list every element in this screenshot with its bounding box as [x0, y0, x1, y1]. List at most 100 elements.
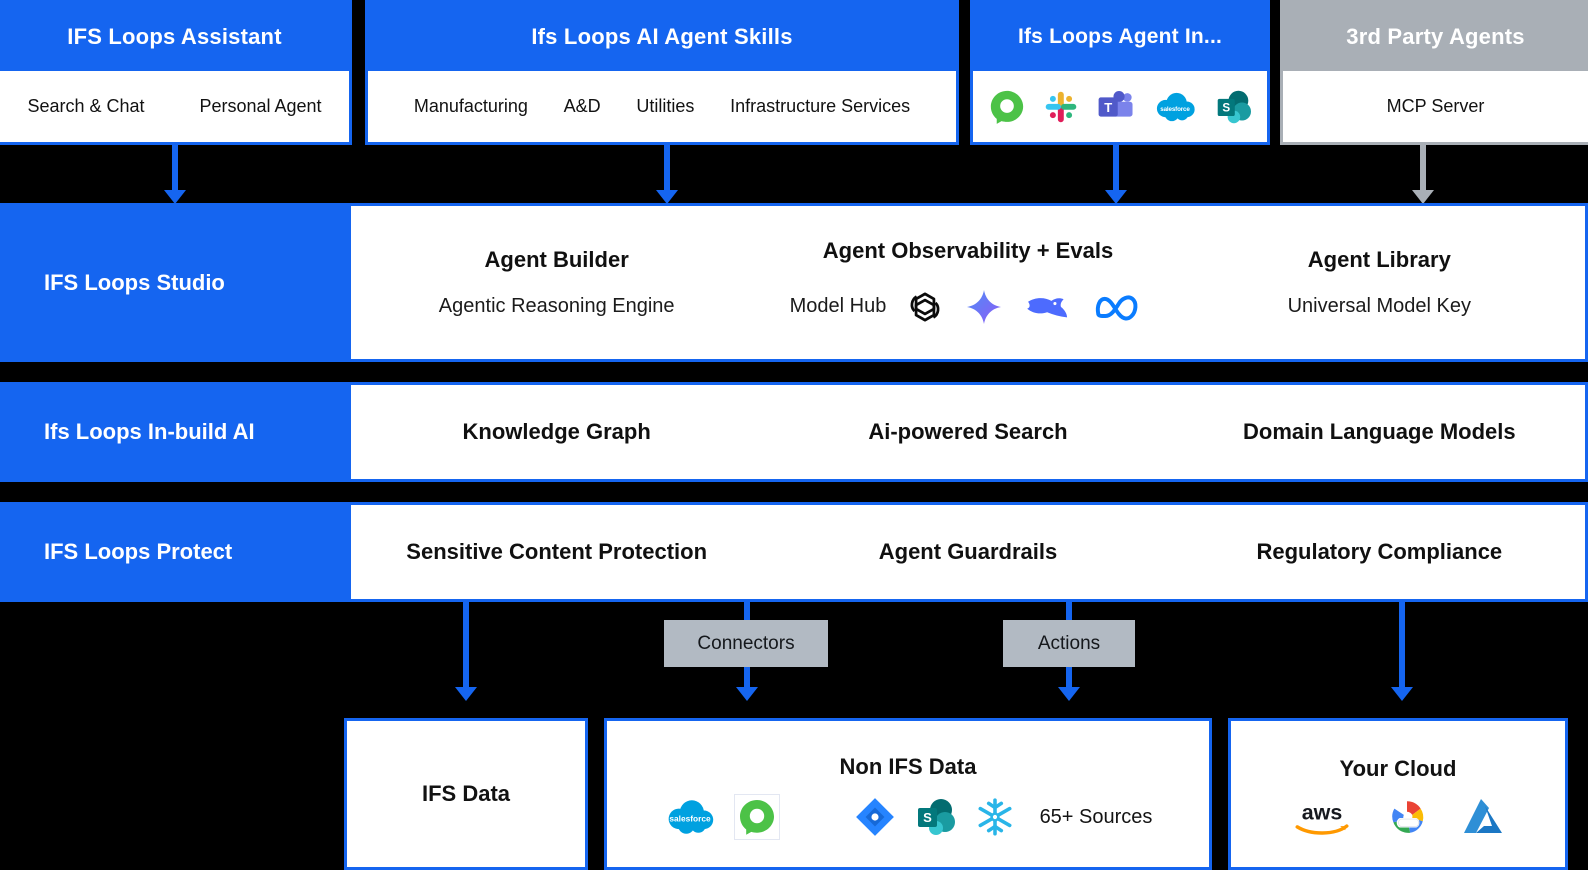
salesforce-icon: salesforce	[1153, 91, 1197, 123]
card-ifs-loops-ai-agent-skills[interactable]: Ifs Loops AI Agent Skills Manufacturing …	[365, 0, 959, 145]
col-title: Agent Builder	[484, 247, 629, 272]
card-header: 3rd Party Agents	[1283, 3, 1588, 71]
col-ai-powered-search[interactable]: Ai-powered Search	[762, 385, 1173, 479]
card-title: IFS Loops Assistant	[67, 24, 282, 49]
meta-icon	[1092, 288, 1146, 326]
card-your-cloud[interactable]: Your Cloud aws	[1228, 718, 1568, 870]
band-ifs-loops-in-build-ai: Ifs Loops In-build AI Knowledge Graph Ai…	[0, 382, 1588, 482]
google-cloud-icon	[1381, 796, 1433, 838]
arrow-protect-to-your-cloud	[1399, 602, 1405, 688]
band-ifs-loops-protect: IFS Loops Protect Sensitive Content Prot…	[0, 502, 1588, 602]
band-panel: Knowledge Graph Ai-powered Search Domain…	[348, 382, 1588, 482]
svg-text:S: S	[1222, 101, 1230, 114]
col-agent-library[interactable]: Agent Library Universal Model Key	[1174, 206, 1585, 359]
col-title: Agent Library	[1307, 247, 1451, 272]
card-body: T salesforce	[973, 71, 1267, 142]
band-label: IFS Loops Studio	[0, 203, 348, 362]
col-regulatory-compliance[interactable]: Regulatory Compliance	[1174, 505, 1585, 599]
band-label-text: IFS Loops Studio	[44, 269, 225, 295]
col-title: Regulatory Compliance	[1256, 539, 1503, 564]
band-label-text: IFS Loops Protect	[44, 539, 233, 564]
col-knowledge-graph[interactable]: Knowledge Graph	[351, 385, 762, 479]
whatsapp-icon	[988, 88, 1026, 126]
svg-text:S: S	[923, 810, 932, 825]
slack-icon	[1043, 89, 1079, 125]
col-title: Agent Observability + Evals	[822, 237, 1114, 263]
card-non-ifs-data[interactable]: Non IFS Data salesforce	[604, 718, 1212, 870]
card-body: MCP Server	[1283, 71, 1588, 142]
arrow-3rd-party-to-studio	[1420, 145, 1426, 191]
openai-icon	[904, 286, 946, 328]
arrow-protect-to-actions	[1066, 602, 1072, 620]
card-title: Ifs Loops AI Agent Skills	[531, 24, 793, 49]
band-panel: Agent Builder Agentic Reasoning Engine A…	[348, 203, 1588, 362]
svg-text:salesforce: salesforce	[669, 814, 711, 824]
chip-personal-agent[interactable]: Personal Agent	[199, 96, 322, 116]
card-title: Ifs Loops Agent In...	[1017, 25, 1223, 48]
col-domain-language-models[interactable]: Domain Language Models	[1174, 385, 1585, 479]
col-title: Knowledge Graph	[462, 419, 651, 444]
card-3rd-party-agents[interactable]: 3rd Party Agents MCP Server	[1280, 0, 1588, 145]
arrow-skills-to-studio	[664, 145, 670, 191]
card-header: Ifs Loops Agent In...	[973, 3, 1267, 71]
arrow-actions-to-non-ifs-data	[1066, 667, 1072, 688]
card-title: Your Cloud	[1339, 756, 1457, 781]
arrow-assistant-to-studio	[172, 145, 178, 191]
teams-icon: T	[1096, 89, 1136, 125]
whatsapp-icon	[733, 794, 780, 840]
card-title: 3rd Party Agents	[1346, 24, 1525, 49]
card-body: Your Cloud aws	[1231, 721, 1565, 867]
arrow-agent-interface-to-studio	[1113, 145, 1119, 191]
sources-count: 65+ Sources	[1039, 805, 1153, 828]
salesforce-icon: salesforce	[664, 799, 716, 835]
band-panel: Sensitive Content Protection Agent Guard…	[348, 502, 1588, 602]
cloud-icons-row: aws	[1289, 796, 1507, 838]
col-agent-builder[interactable]: Agent Builder Agentic Reasoning Engine	[351, 206, 762, 359]
svg-text:T: T	[1104, 100, 1112, 115]
chip-manufacturing[interactable]: Manufacturing	[413, 96, 528, 116]
col-sub: Agentic Reasoning Engine	[438, 295, 675, 317]
chip-search-and-chat[interactable]: Search & Chat	[27, 96, 145, 116]
snowflake-icon	[974, 796, 1016, 838]
chip-label: Connectors	[697, 632, 795, 654]
card-body: Search & Chat Personal Agent	[0, 71, 349, 142]
arrow-protect-to-connectors	[744, 602, 750, 620]
azure-icon	[1459, 796, 1507, 838]
svg-text:salesforce: salesforce	[1160, 105, 1190, 112]
card-title: Non IFS Data	[839, 754, 977, 779]
card-ifs-loops-assistant[interactable]: IFS Loops Assistant Search & Chat Person…	[0, 0, 352, 145]
card-ifs-loops-agent-interface[interactable]: Ifs Loops Agent In...	[970, 0, 1270, 145]
chip-mcp-server[interactable]: MCP Server	[1386, 96, 1485, 116]
deepseek-icon	[1022, 286, 1074, 328]
chip-connectors[interactable]: Connectors	[664, 620, 828, 667]
microsoft-icon	[798, 798, 836, 836]
arrow-protect-to-ifs-data	[463, 602, 469, 688]
card-title: IFS Data	[421, 781, 511, 806]
col-agent-observability-evals[interactable]: Agent Observability + Evals Model Hub	[762, 206, 1173, 359]
card-header: IFS Loops Assistant	[0, 3, 349, 71]
arrow-connectors-to-non-ifs-data	[744, 667, 750, 688]
col-agent-guardrails[interactable]: Agent Guardrails	[762, 505, 1173, 599]
sharepoint-icon: S	[1214, 89, 1252, 125]
col-sensitive-content-protection[interactable]: Sensitive Content Protection	[351, 505, 762, 599]
gemini-icon	[964, 287, 1004, 327]
card-ifs-data[interactable]: IFS Data	[344, 718, 588, 870]
col-title: Agent Guardrails	[878, 539, 1058, 564]
card-body: Manufacturing A&D Utilities Infrastructu…	[368, 71, 956, 142]
chip-utilities[interactable]: Utilities	[636, 96, 695, 116]
band-label: Ifs Loops In-build AI	[0, 382, 348, 482]
card-body: IFS Data	[347, 721, 585, 867]
jira-icon	[854, 796, 896, 838]
chip-actions[interactable]: Actions	[1003, 620, 1135, 667]
chip-infrastructure-services[interactable]: Infrastructure Services	[730, 96, 911, 116]
col-sub: Universal Model Key	[1287, 295, 1472, 317]
col-title: Domain Language Models	[1243, 419, 1516, 444]
sharepoint-icon: S	[914, 797, 956, 837]
card-header: Ifs Loops AI Agent Skills	[368, 3, 956, 71]
model-hub-row: Model Hub	[790, 286, 1147, 328]
band-label: IFS Loops Protect	[0, 502, 348, 602]
chip-a-and-d[interactable]: A&D	[563, 96, 601, 116]
svg-text:aws: aws	[1302, 800, 1343, 824]
col-title: Sensitive Content Protection	[406, 539, 708, 564]
